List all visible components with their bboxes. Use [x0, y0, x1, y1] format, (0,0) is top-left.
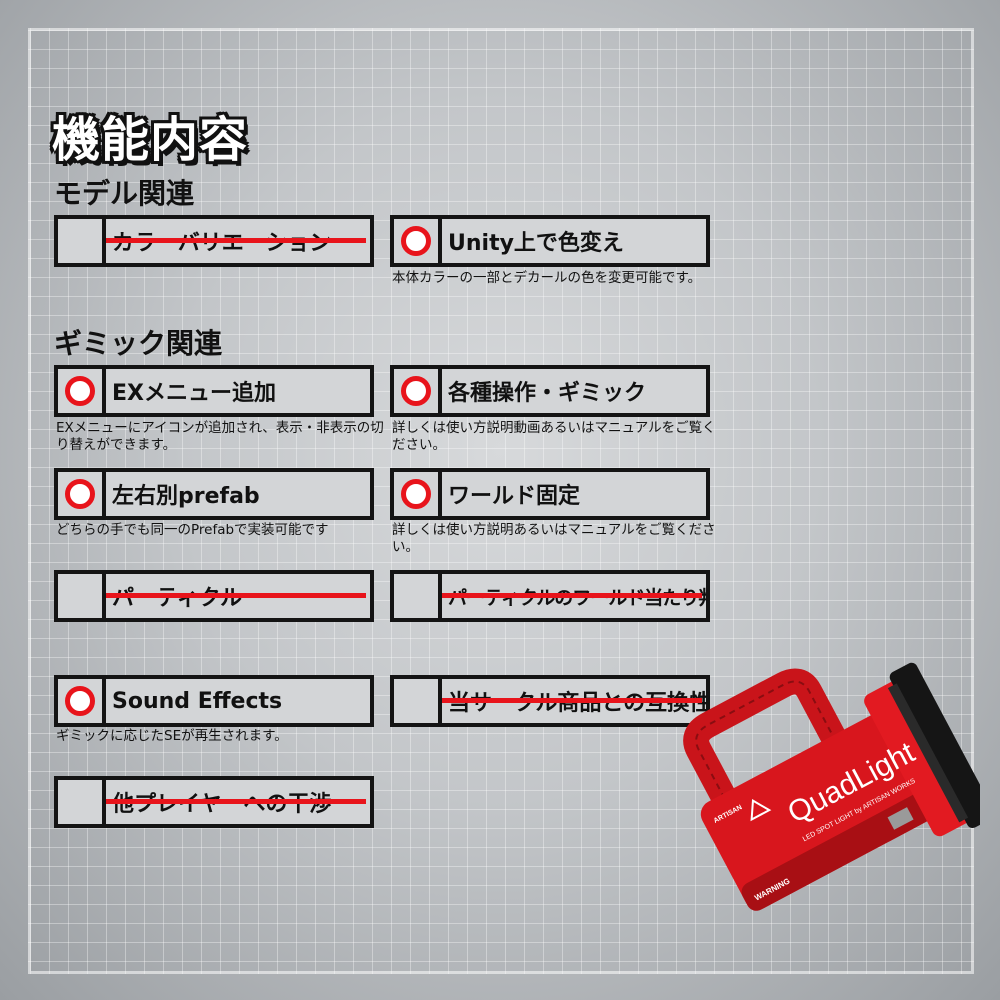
available-checkbox — [58, 369, 106, 413]
circle-mark-icon — [65, 376, 95, 406]
product-image: QuadLight LED SPOT LIGHT by ARTISAN WORK… — [680, 655, 995, 955]
feature-compat: 当サークル商品との互換性 — [390, 675, 710, 727]
available-checkbox — [394, 472, 442, 516]
feature-label: パーティクル — [106, 574, 370, 618]
page-title: 機能内容 — [52, 112, 249, 168]
feature-description: どちらの手でも同一のPrefabで実装可能です — [56, 522, 329, 538]
available-checkbox — [394, 219, 442, 263]
feature-description: 詳しくは使い方説明動画あるいはマニュアルをご覧ください。 — [392, 420, 716, 453]
feature-label: Sound Effects — [112, 688, 283, 714]
available-checkbox — [58, 472, 106, 516]
circle-mark-icon — [401, 479, 431, 509]
feature-label: 各種操作・ギミック — [448, 381, 647, 406]
feature-description: 本体カラーの一部とデカールの色を変更可能です。 — [392, 270, 702, 286]
available-checkbox — [58, 679, 106, 723]
circle-mark-icon — [401, 376, 431, 406]
feature-label: 左右別prefab — [112, 484, 260, 509]
barcode-plate — [887, 807, 914, 830]
unavailable-checkbox — [58, 780, 106, 824]
section-title-model: モデル関連 — [54, 177, 195, 210]
feature-description: 詳しくは使い方説明あるいはマニュアルをご覧ください。 — [392, 522, 716, 555]
feature-world-fixed: ワールド固定 — [390, 468, 710, 520]
feature-label: 当サークル商品との互換性 — [442, 679, 706, 723]
feature-unity-color: Unity上で色変え — [390, 215, 710, 267]
circle-mark-icon — [65, 686, 95, 716]
unavailable-checkbox — [58, 219, 106, 263]
feature-label: パーティクルのワールド当たり判定 — [442, 574, 706, 618]
feature-description: EXメニューにアイコンが追加され、表示・非表示の切り替えができます。 — [56, 420, 384, 453]
circle-mark-icon — [401, 226, 431, 256]
feature-ex-menu: EXメニュー追加 — [54, 365, 374, 417]
available-checkbox — [394, 369, 442, 413]
feature-sound-effects: Sound Effects — [54, 675, 374, 727]
feature-particle: パーティクル — [54, 570, 374, 622]
feature-player-interference: 他プレイヤーへの干渉 — [54, 776, 374, 828]
feature-description: ギミックに応じたSEが再生されます。 — [56, 728, 288, 744]
feature-label: 他プレイヤーへの干渉 — [106, 780, 370, 824]
feature-label: ワールド固定 — [448, 484, 581, 509]
unavailable-checkbox — [394, 679, 442, 723]
feature-label: EXメニュー追加 — [112, 381, 276, 406]
circle-mark-icon — [65, 479, 95, 509]
feature-color-variation: カラーバリエーション — [54, 215, 374, 267]
feature-label: Unity上で色変え — [448, 231, 624, 256]
feature-label: カラーバリエーション — [106, 219, 370, 263]
unavailable-checkbox — [394, 574, 442, 618]
flashlight-illustration: QuadLight LED SPOT LIGHT by ARTISAN WORK… — [683, 662, 995, 911]
feature-gimmick-ops: 各種操作・ギミック — [390, 365, 710, 417]
section-title-gimmick: ギミック関連 — [54, 327, 223, 360]
feature-particle-world-hit: パーティクルのワールド当たり判定 — [390, 570, 710, 622]
feature-lr-prefab: 左右別prefab — [54, 468, 374, 520]
unavailable-checkbox — [58, 574, 106, 618]
warning-triangle-icon — [750, 799, 772, 822]
